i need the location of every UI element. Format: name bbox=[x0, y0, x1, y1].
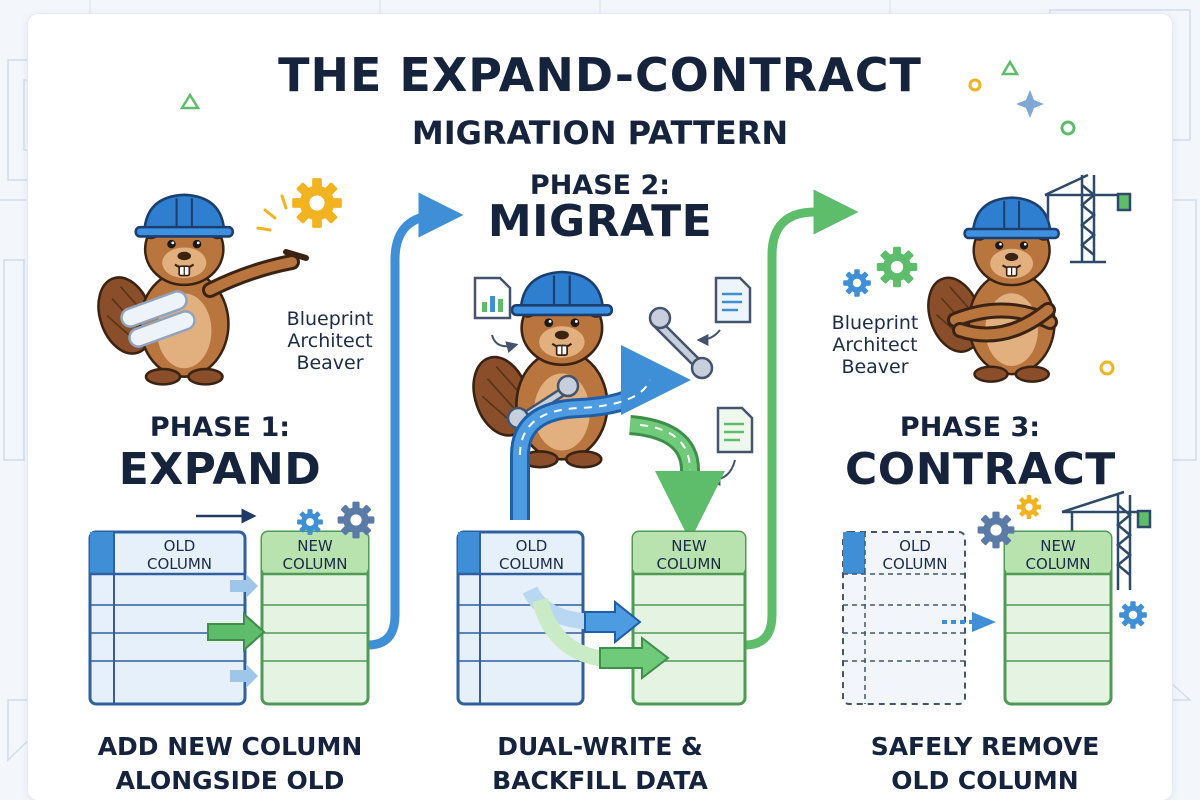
chart-document-icon bbox=[473, 276, 512, 320]
backfill-arrows bbox=[522, 586, 670, 681]
phase3-caption: SAFELY REMOVE OLD COLUMN bbox=[870, 732, 1100, 795]
gear-icon bbox=[1119, 601, 1147, 629]
crane-icon bbox=[1061, 490, 1152, 590]
blueprint-roll-icon bbox=[120, 290, 196, 348]
phase2-old-column-table bbox=[456, 530, 585, 706]
phase1-caption: ADD NEW COLUMN ALONGSIDE OLD bbox=[97, 732, 363, 795]
circle-sparkle-icon bbox=[968, 78, 982, 92]
gear-icon bbox=[297, 509, 323, 535]
phase3-label: PHASE 3: bbox=[899, 412, 1041, 443]
old-column-header: OLD COLUMN bbox=[146, 537, 213, 573]
phase2-to-phase3-arrow bbox=[740, 189, 859, 650]
phase1-name: EXPAND bbox=[118, 444, 322, 495]
new-column-header: NEW COLUMN bbox=[656, 537, 722, 573]
phase1-to-phase2-arrow bbox=[363, 192, 464, 650]
remove-arrow bbox=[942, 612, 996, 632]
copy-arrows bbox=[207, 574, 266, 688]
gear-icon bbox=[337, 501, 375, 539]
phase3-new-column-table bbox=[1003, 530, 1113, 706]
page-subtitle: MIGRATION PATTERN bbox=[411, 114, 789, 152]
triangle-sparkle-icon bbox=[179, 92, 201, 110]
character-label: Blueprint Architect Beaver bbox=[831, 312, 919, 378]
blueprint-architect-beaver-3 bbox=[925, 196, 1060, 383]
phase3-old-column-table-dashed bbox=[842, 531, 966, 705]
phase2-name: MIGRATE bbox=[487, 196, 713, 247]
sparkle-icon bbox=[1016, 90, 1044, 118]
wrench-icon bbox=[648, 306, 714, 380]
crane-icon bbox=[1044, 173, 1132, 264]
old-column-header: OLD COLUMN bbox=[882, 537, 948, 573]
phase1-new-column-table bbox=[260, 530, 370, 706]
page-title: THE EXPAND-CONTRACT bbox=[278, 48, 922, 102]
phase1-label: PHASE 1: bbox=[149, 412, 291, 443]
gear-icon bbox=[843, 269, 871, 297]
phase2-caption: DUAL-WRITE & BACKFILL DATA bbox=[492, 732, 708, 795]
phase3-name: CONTRACT bbox=[845, 444, 1116, 495]
document-icon bbox=[714, 276, 752, 324]
new-column-header: NEW COLUMN bbox=[282, 537, 348, 573]
triangle-sparkle-icon bbox=[1000, 59, 1020, 76]
circle-sparkle-icon bbox=[1099, 360, 1115, 376]
circle-sparkle-icon bbox=[1060, 120, 1076, 136]
phase2-label: PHASE 2: bbox=[529, 170, 671, 201]
new-column-header: NEW COLUMN bbox=[1025, 537, 1091, 573]
gear-icon bbox=[1017, 495, 1041, 519]
character-label: Blueprint Architect Beaver bbox=[286, 308, 374, 374]
gear-icon bbox=[876, 246, 918, 288]
old-column-header: OLD COLUMN bbox=[498, 537, 565, 573]
document-icon bbox=[716, 406, 754, 454]
gear-icon bbox=[292, 178, 342, 228]
